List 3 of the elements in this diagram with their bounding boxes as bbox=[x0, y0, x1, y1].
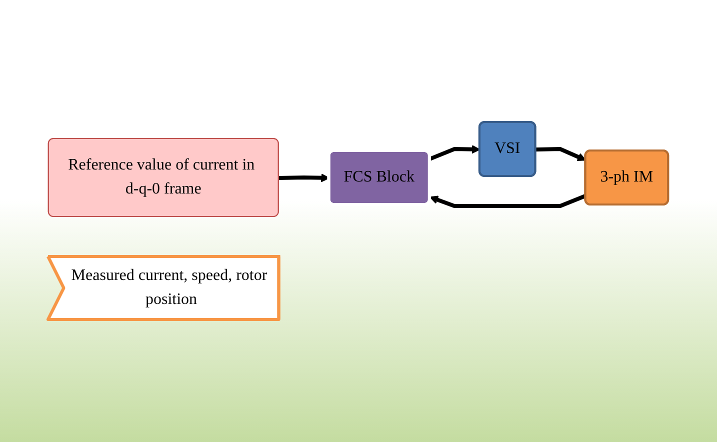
arrow bbox=[430, 194, 587, 208]
arrow bbox=[536, 147, 587, 162]
arrow bbox=[430, 145, 481, 162]
